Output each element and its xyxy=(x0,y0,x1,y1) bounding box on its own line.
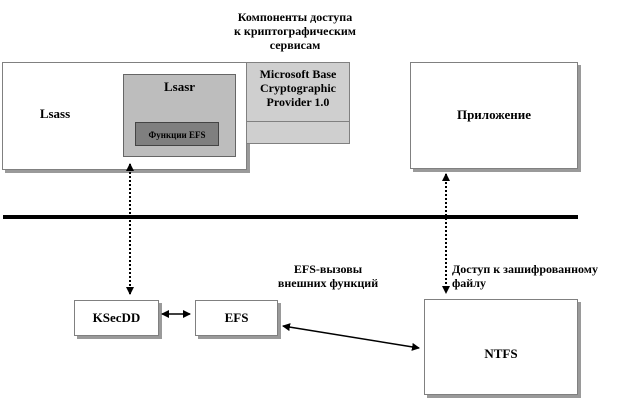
efs-box xyxy=(195,300,278,336)
ksecdd-label: KSecDD xyxy=(92,310,141,325)
crypto-services-caption: Компоненты доступа к криптографическим с… xyxy=(215,10,375,52)
provider-line-3: Provider 1.0 xyxy=(266,95,330,109)
efs-label: EFS xyxy=(224,310,249,325)
application-label: Приложение xyxy=(456,107,532,122)
efs-calls-label: EFS-вызовы внешних функций xyxy=(268,262,388,290)
ksecdd-box xyxy=(74,300,159,336)
encrypted-access-label: Доступ к зашифрованному файлу xyxy=(452,262,612,290)
ntfs-label: NTFS xyxy=(484,346,518,361)
caption-line-3: сервисам xyxy=(269,38,321,52)
crypto-provider-label: Microsoft Base Cryptographic Provider 1.… xyxy=(246,67,350,109)
lsass-label: Lsass xyxy=(39,106,71,121)
crypto-provider-box xyxy=(246,62,350,144)
provider-line-2: Cryptographic xyxy=(260,81,336,95)
encrypted-access-line-1: Доступ к зашифрованному xyxy=(452,262,598,276)
provider-divider xyxy=(246,121,350,122)
efs-calls-line-1: EFS-вызовы xyxy=(293,262,363,276)
efs-functions-box xyxy=(135,122,219,146)
encrypted-access-line-2: файлу xyxy=(452,276,486,290)
caption-line-2: к криптографическим xyxy=(234,24,356,38)
provider-line-1: Microsoft Base xyxy=(259,67,337,81)
efs-ntfs-arrow xyxy=(282,323,420,351)
application-box xyxy=(410,62,578,169)
ntfs-box xyxy=(424,299,578,395)
efs-calls-line-2: внешних функций xyxy=(277,276,379,290)
caption-line-1: Компоненты доступа xyxy=(237,10,353,24)
efs-functions-label: Функции EFS xyxy=(148,130,206,140)
lsasr-label: Lsasr xyxy=(163,79,196,94)
